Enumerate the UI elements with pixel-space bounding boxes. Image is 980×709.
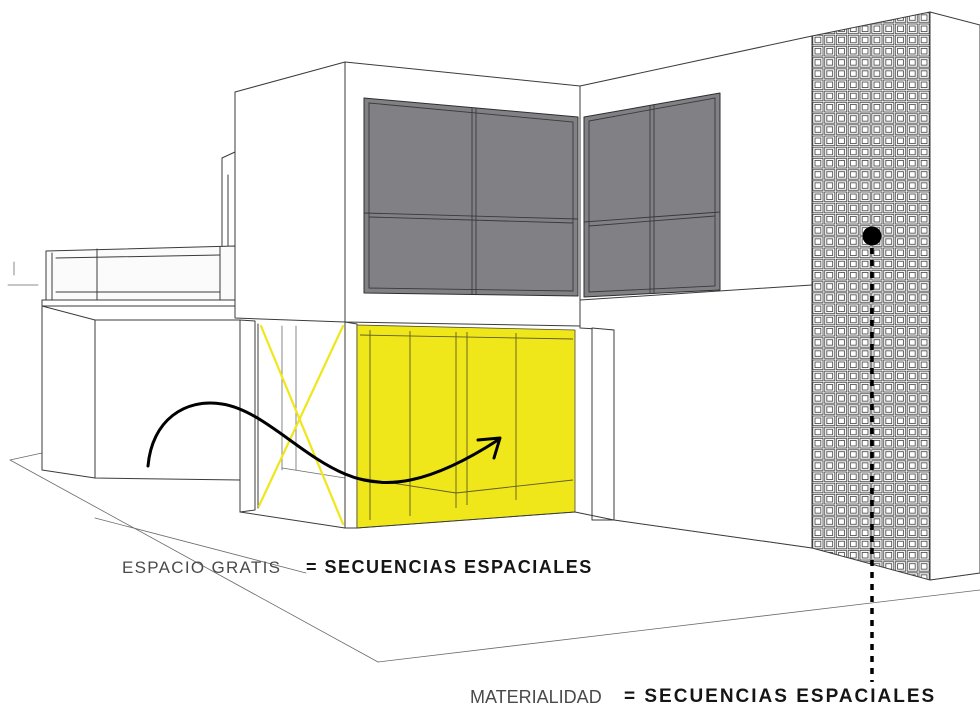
free-space-term: ESPACIO GRATIS	[122, 558, 282, 577]
right-wing-floor-band	[579, 284, 813, 301]
corner-window-glass	[583, 92, 721, 298]
free-space-bay	[257, 323, 346, 526]
free-space-equation: = SECUENCIAS ESPACIALES	[306, 557, 593, 577]
front-window-transom	[368, 216, 574, 224]
balcony-slab	[41, 299, 241, 307]
balcony-railing	[45, 245, 236, 301]
arrow-path	[146, 401, 500, 484]
railing-inner-top	[55, 254, 221, 259]
front-window-frame	[368, 102, 574, 292]
free-space-cross-line	[259, 324, 345, 526]
upper-volume-side-face	[234, 61, 346, 323]
front-window	[363, 97, 579, 297]
materiality-term: MATERIALIDAD	[470, 687, 602, 707]
left-pillar	[239, 319, 256, 513]
front-window-glass	[363, 97, 579, 297]
highlighted-glazing	[356, 324, 576, 529]
floor-slab-edge	[239, 511, 615, 529]
corner-window-transom	[588, 215, 716, 227]
low-volume-front-face	[94, 319, 241, 481]
terrace-edge	[94, 517, 307, 574]
highlighted-glass-wall	[356, 324, 576, 529]
materiality-equation: = SECUENCIAS ESPACIALES	[624, 686, 937, 707]
front-window-transom	[363, 212, 579, 220]
corner-window-transom	[583, 211, 721, 223]
corner-window-frame	[588, 97, 716, 293]
glass-top-track	[359, 334, 574, 340]
ground-floor	[239, 319, 615, 529]
right-pillar	[591, 327, 615, 521]
curved-arrow-icon	[146, 401, 502, 484]
arrow-head	[476, 436, 502, 460]
ground-edge-diagonal	[9, 459, 379, 663]
free-space-cross-line	[257, 324, 345, 508]
ground-edge-front	[377, 589, 980, 663]
low-volume	[41, 299, 241, 481]
center-pillar	[344, 321, 358, 529]
bay-step-line	[281, 467, 346, 479]
dot-marker-icon	[862, 226, 882, 682]
right-end-wall	[929, 11, 980, 581]
ground-edge-left	[9, 452, 43, 461]
low-volume-side-face	[41, 305, 96, 479]
corner-window	[583, 92, 721, 298]
marker-dot	[862, 226, 882, 246]
